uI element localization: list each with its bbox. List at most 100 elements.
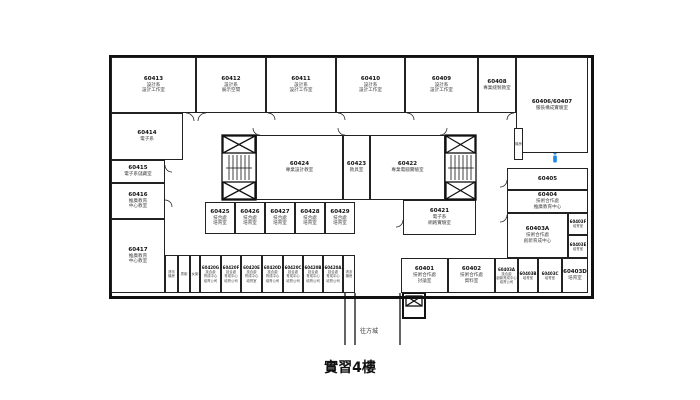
room-label: 技合處: [246, 270, 257, 275]
room-number: 60406/60407: [531, 98, 573, 105]
room-number: 60403E: [569, 241, 587, 247]
room-number: 60424: [289, 161, 310, 168]
room-label: 專業電腦實驗室: [391, 168, 424, 174]
room-number: 60421: [429, 208, 450, 215]
room-label: 技術合作處: [460, 273, 483, 279]
room-label: 電子系儲藏室: [124, 172, 152, 178]
room-label: 技術合作處: [536, 199, 559, 205]
room-number: 60403C: [541, 270, 559, 276]
room-label: 電子系: [140, 137, 154, 143]
room-number: 60408: [487, 78, 507, 85]
room-label: 機房: [345, 274, 353, 278]
floor-title: 實習4樓: [324, 360, 376, 376]
room-number: 60420B: [304, 265, 322, 271]
room-60405: 60405: [507, 168, 588, 190]
room-label: 設計系: [363, 82, 378, 88]
room-number: 60403A: [525, 226, 550, 233]
room-number: 60411: [291, 75, 311, 82]
room-label: 展示空間: [221, 88, 241, 94]
room-label: 教具室: [349, 168, 364, 174]
building-outline: [109, 55, 594, 299]
room-label: 技合處: [267, 270, 278, 275]
room-label: 技合處: [205, 270, 216, 275]
room-label: 培育室: [273, 221, 287, 227]
room-label: 培育室: [522, 275, 534, 280]
room-number: 60420D: [263, 265, 282, 271]
room-label: 培育室: [544, 275, 556, 280]
stairs-left: [221, 134, 257, 201]
room-label: 培育公司: [286, 278, 300, 283]
room-label: 培育公司: [224, 278, 238, 283]
room-number: 60420E: [243, 265, 260, 271]
room-number: 60420F: [222, 265, 240, 271]
room-label: 設計系: [294, 82, 308, 88]
room-number: 60403A: [497, 266, 515, 272]
room-label: 推廣教育中心: [533, 204, 562, 210]
room-label: 機房: [168, 274, 175, 278]
room-label: 技合處: [243, 215, 257, 221]
room-label: 設計系: [434, 82, 449, 88]
room-label: 技合處: [225, 270, 237, 275]
room-label: 設計工作室: [142, 88, 165, 94]
room-label: 育成中心: [244, 274, 259, 279]
room-label: 技合處: [333, 215, 347, 221]
room-label: 育成中心: [306, 274, 320, 279]
room-label: 培育公司: [265, 278, 280, 283]
room-label: 設計系: [146, 82, 161, 88]
room-number: 60420G: [201, 265, 220, 271]
room-label: 技術合作處: [413, 273, 436, 279]
room-number: 60422: [397, 161, 418, 168]
room-label: 育成中心: [224, 274, 238, 279]
room-number: 60427: [270, 208, 290, 215]
room-number: 60420C: [284, 265, 302, 271]
exit-corridor: [344, 293, 401, 345]
room-utility-38: 清潔機房: [165, 255, 178, 293]
room-label: 育成中心: [265, 274, 280, 279]
room-label: 培育室: [333, 221, 347, 227]
room-label: 推廣教育: [128, 253, 148, 259]
room-number: 60405: [537, 175, 558, 182]
room-number: 60401: [414, 266, 435, 273]
room-label: 培育室: [246, 278, 257, 283]
room-label: 創新育成中心: [523, 238, 552, 244]
room-label: 設計工作室: [430, 88, 453, 94]
room-number: 60403F: [569, 219, 587, 225]
room-number: 60417: [128, 246, 148, 253]
room-label: 電子系: [432, 215, 447, 221]
room-label: 技合處: [327, 270, 339, 275]
room-label: 設計工作室: [359, 88, 382, 94]
room-label: 中心教室: [128, 204, 148, 210]
room-label: 技合處: [273, 215, 287, 221]
room-label: 育成中心: [203, 274, 218, 279]
